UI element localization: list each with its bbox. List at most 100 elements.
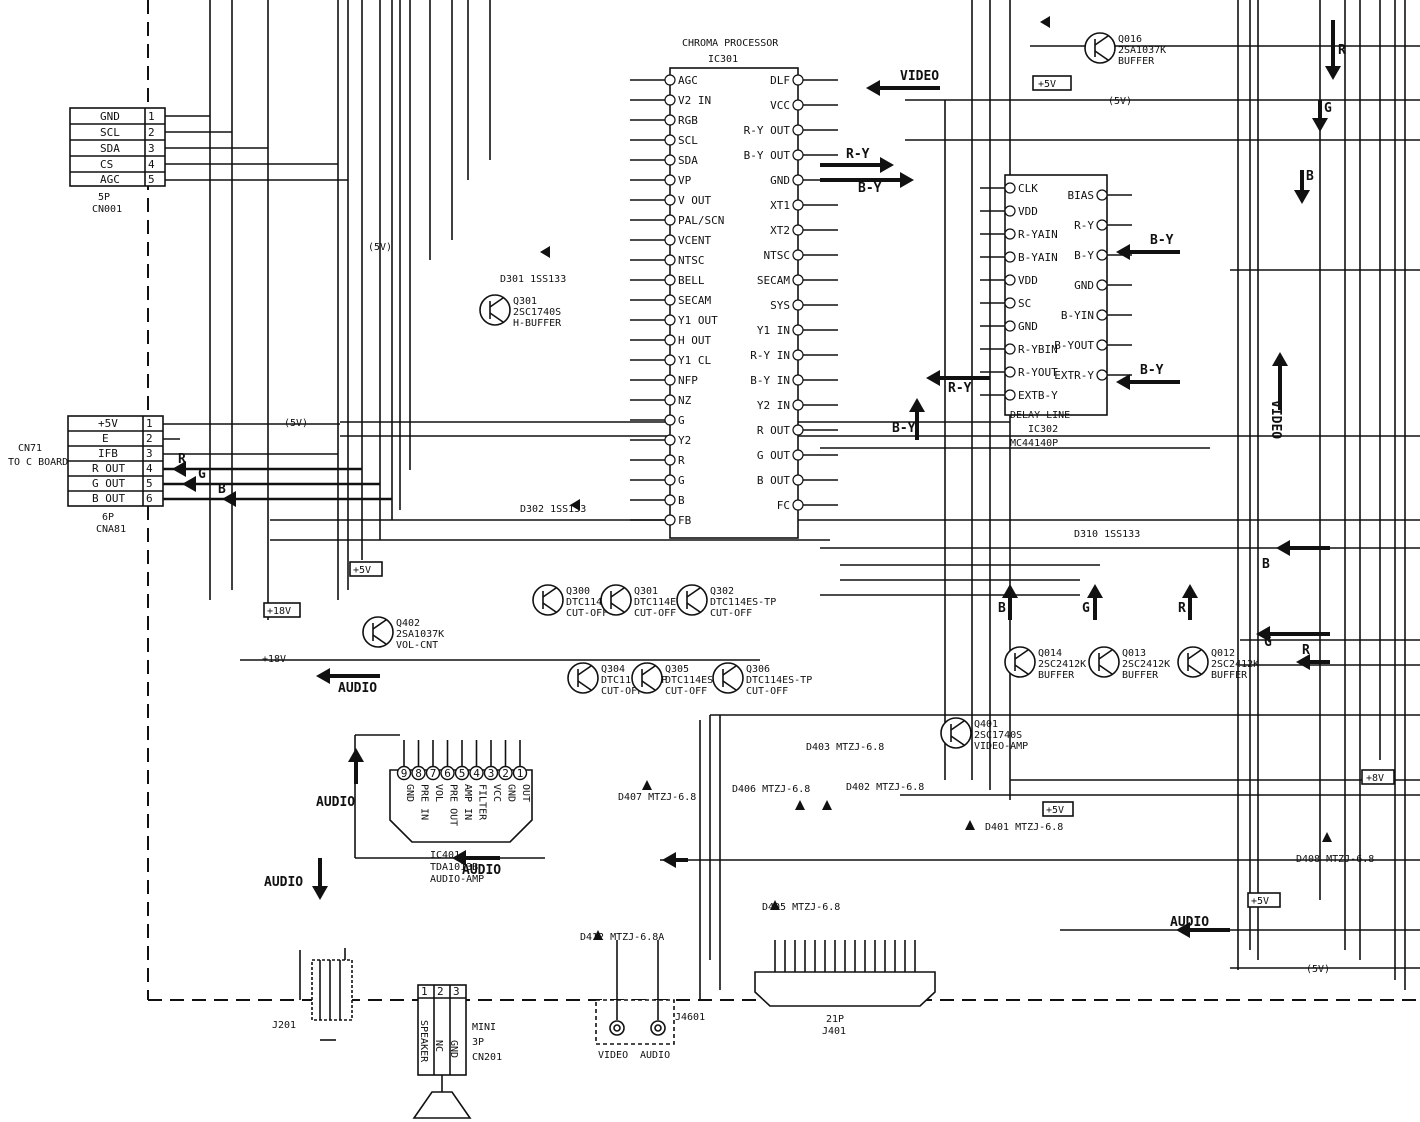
connector-j401: 21P J401: [754, 940, 936, 1037]
ic301-left-pin-dot: [664, 74, 676, 86]
ic302-right-pin-label: R-Y: [1074, 219, 1094, 232]
cn001-ref-label: CN001: [92, 204, 122, 215]
cna81-pin-name: R OUT: [92, 462, 125, 475]
ic301-left-pin-label: Y1 CL: [678, 354, 711, 367]
ic302-right-pin-dot: [1096, 279, 1108, 291]
ic301-right-pin-dot: [792, 224, 804, 236]
ic302-left-pin-dot: [1004, 228, 1016, 240]
ic401-pin-num: 3: [488, 767, 495, 780]
signal-r-mid-label: R: [1302, 643, 1310, 658]
signal-video-label: VIDEO: [900, 69, 939, 84]
ic302-left-pins: CLKVDDR-YAINB-YAINVDDSCGNDR-YBINR-YOUTEX…: [980, 182, 1058, 402]
ic301-right-pin-dot: [792, 474, 804, 486]
transistor-ref: Q014: [1038, 648, 1062, 659]
signal-audio-mid-label: AUDIO: [316, 795, 355, 810]
ic301-right-pin-label: NTSC: [764, 249, 791, 262]
signal-b-y-vert-label: B-Y: [892, 421, 916, 436]
ic301-left-pin-dot: [664, 354, 676, 366]
transistor-ref: Q013: [1122, 648, 1146, 659]
ic301-left-pin-dot: [664, 334, 676, 346]
transistor-role: BUFFER: [1211, 670, 1248, 681]
diode-label: D405 MTZJ-6.8: [762, 902, 840, 913]
ic301-left-pin-dot: [664, 234, 676, 246]
transistor-role: VIDEO-AMP: [974, 741, 1028, 752]
ic301-left-pin-dot: [664, 374, 676, 386]
ic301-right-pin-label: B-Y IN: [750, 374, 790, 387]
cna81-pin-name: B OUT: [92, 492, 125, 505]
j201-ref-label: J201: [272, 1020, 296, 1031]
cn001-pins-label: 5P: [98, 192, 110, 203]
ic302-left-pin-dot: [1004, 274, 1016, 286]
power-5v-paren-2: (5V): [284, 418, 308, 429]
power-5v-left: +5V: [353, 565, 371, 576]
ic301-right-pin-dot: [792, 399, 804, 411]
cna81-row: 1 +5V: [68, 417, 163, 432]
transistor-role: BUFFER: [1038, 670, 1075, 681]
ic301-left-pin-dot: [664, 294, 676, 306]
transistor-ref: Q301: [513, 296, 537, 307]
cna81-pin-num: 5: [146, 477, 153, 490]
signal-b-y-label: B-Y: [858, 181, 882, 196]
ic302-left-pin-label: R-YAIN: [1018, 228, 1058, 241]
signal-r-y-label: R-Y: [846, 147, 870, 162]
ic401-ref: IC401: [430, 850, 460, 861]
transistor-emitter: [1187, 664, 1202, 675]
cna81-to-conn-label: CN71: [18, 443, 42, 454]
cn001-row: 1 GND: [70, 110, 165, 125]
ic302-part: MC44140P: [1010, 438, 1058, 449]
diode-label: D406 MTZJ-6.8: [732, 784, 810, 795]
connector-cna81: 1 +5V 2 E 3 IFB 4 R OUT 5 G OUT 6 B OUT …: [8, 415, 392, 535]
ic301-right-pin-label: DLF: [770, 74, 790, 87]
ic401-pin-num: 6: [444, 767, 451, 780]
ic401-pin-dot: [483, 765, 499, 781]
diode-icon: [540, 246, 550, 258]
ic302-right-pin-dot: [1096, 189, 1108, 201]
signal-b-right-label: B: [1306, 169, 1314, 184]
ic401-pin-name: OUT: [520, 784, 531, 802]
cn001-pin-num: 4: [148, 158, 155, 171]
cn201-ref: CN201: [472, 1052, 502, 1063]
diode-icon: [570, 499, 580, 511]
transistor-emitter: [489, 312, 504, 323]
signal-g-right-label: G: [1324, 101, 1332, 116]
ic302-right-pin-dot: [1096, 219, 1108, 231]
ic301-left-pin-label: B: [678, 494, 685, 507]
signal-b-mid-label: B: [1262, 557, 1270, 572]
ic401-pin-dot: [512, 765, 528, 781]
cna81-pin-num: 2: [146, 432, 153, 445]
ic301-left-pin-dot: [664, 474, 676, 486]
ic301-right-pin-dot: [792, 249, 804, 261]
transistor-icon: [600, 584, 632, 616]
ic301-right-pin-dot: [792, 74, 804, 86]
power-5v-paren-4: (5V): [1306, 964, 1330, 975]
ic301-right-pin-dot: [792, 99, 804, 111]
cna81-pin-name: E: [102, 432, 109, 445]
power-5v-paren-3: (5V): [1108, 96, 1132, 107]
transistor-layer: Q3012SC1740SH-BUFFERQ0162SA1037KBUFFERQ3…: [362, 32, 1259, 752]
cna81-row: 5 G OUT: [68, 477, 163, 492]
signal-audio-right-label: AUDIO: [1170, 915, 1209, 930]
transistor-ref: Q305: [665, 664, 689, 675]
cn201-type: MINI: [472, 1022, 496, 1033]
transistor-part: 2SC1740S: [974, 730, 1022, 741]
transistor-emitter: [542, 602, 557, 613]
ic301-left-pin-dot: [664, 154, 676, 166]
ic301-right-pin-dot: [792, 299, 804, 311]
transistor-part: 2SC2412K: [1038, 659, 1086, 670]
ic302-left-pin-dot: [1004, 205, 1016, 217]
ic301-right-pin-dot: [792, 449, 804, 461]
ic401-pin-num: 5: [459, 767, 466, 780]
transistor-collector: [950, 720, 965, 731]
ic301-left-pin-label: NFP: [678, 374, 698, 387]
transistor-icon: [712, 662, 744, 694]
ic301-right-pin-label: R-Y OUT: [744, 124, 791, 137]
ic302-left-pin-dot: [1004, 251, 1016, 263]
